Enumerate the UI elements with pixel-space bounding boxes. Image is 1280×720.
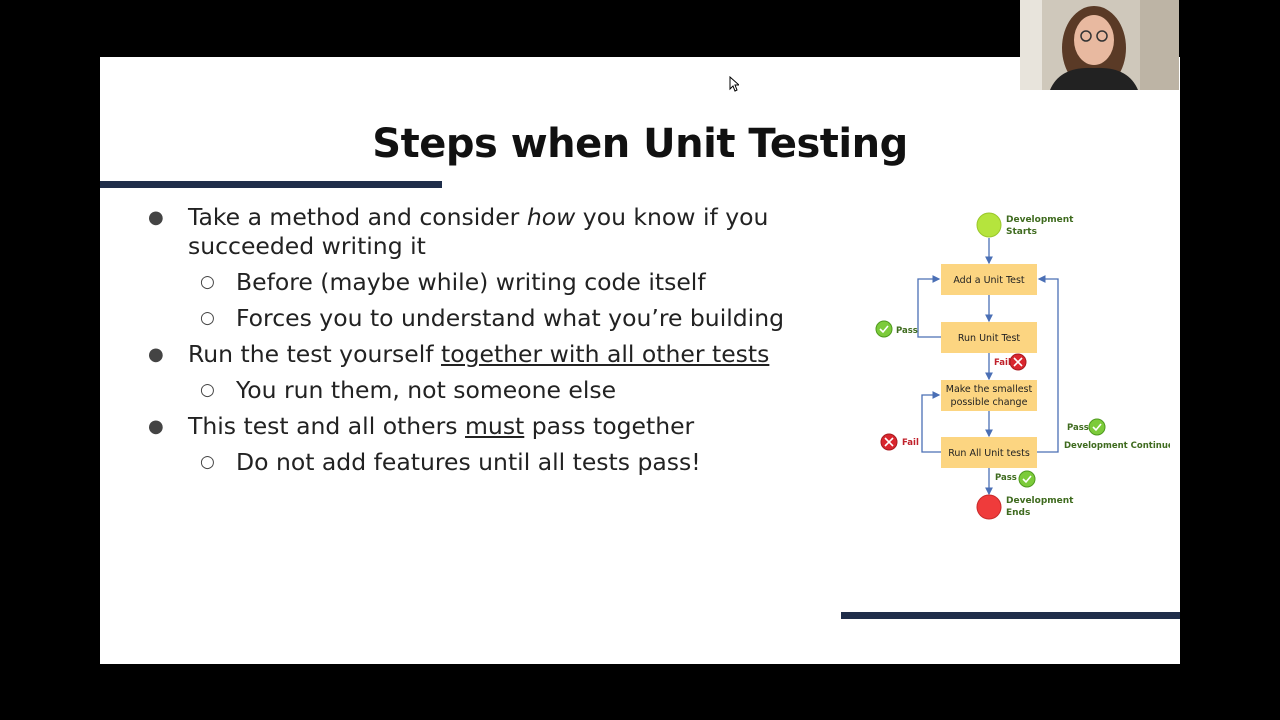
run-test-box [941, 322, 1037, 353]
add-test-box [941, 264, 1037, 295]
run-all-label: Run All Unit tests [948, 448, 1030, 459]
start-label-2: Starts [1006, 227, 1037, 237]
webcam-video [1020, 0, 1179, 90]
pass-label-bottom: Pass [995, 473, 1017, 483]
bullet-dot-icon: ● [148, 416, 164, 437]
pass-label-left: Pass [896, 326, 918, 336]
bullet-3-underlined: must [465, 412, 525, 440]
sub-bullet-circle-icon: ○ [200, 380, 215, 400]
mouse-cursor-icon [729, 76, 739, 92]
tdd-flowchart: Development Starts Add a Unit Test Run U… [875, 212, 1170, 520]
bullet-2: ● Run the test yourself together with al… [148, 340, 888, 369]
sub-bullet-circle-icon: ○ [200, 452, 215, 472]
flow-connectors [917, 238, 1059, 496]
add-test-label: Add a Unit Test [953, 275, 1025, 286]
smallest-change-label-1: Make the smallest [946, 384, 1033, 395]
bullet-3-sub-1-text: Do not add features until all tests pass… [236, 448, 701, 476]
bullet-2-sub-1: ○ You run them, not someone else [148, 376, 888, 405]
bullet-3-sub-1: ○ Do not add features until all tests pa… [148, 448, 888, 477]
presenter-avatar [1020, 0, 1179, 90]
run-all-box [941, 437, 1037, 468]
sub-bullet-circle-icon: ○ [200, 272, 215, 292]
fail-label-left: Fail [902, 438, 919, 448]
accent-bar-top [100, 181, 442, 188]
bullet-2-text-pre: Run the test yourself [188, 340, 441, 368]
bullet-3-text-pre: This test and all others [188, 412, 466, 440]
accent-bar-bottom [841, 612, 1180, 619]
bullet-1: ● Take a method and consider how you kno… [148, 203, 888, 261]
bullet-1-emphasis: how [526, 203, 576, 231]
smallest-change-label-2: possible change [951, 397, 1028, 408]
fail-x-icon [1009, 353, 1027, 371]
end-node [976, 494, 1002, 520]
bullet-2-sub-1-text: You run them, not someone else [236, 376, 617, 404]
bullet-3: ● This test and all others must pass tog… [148, 412, 888, 441]
start-node [976, 212, 1002, 238]
bullet-3-text-post: pass together [524, 412, 695, 440]
bullet-1-text-pre: Take a method and consider [188, 203, 527, 231]
fail-x-icon [880, 433, 898, 451]
bullet-2-underlined: together with all other tests [440, 340, 770, 368]
bullet-1-text-post: you know if you succeeded writing it [188, 203, 769, 260]
slide: Steps when Unit Testing ● Take a method … [100, 57, 1180, 664]
sub-bullet-circle-icon: ○ [200, 308, 215, 328]
bullet-1-sub-2-text: Forces you to understand what you’re bui… [236, 304, 785, 332]
end-label-2: Ends [1006, 508, 1030, 518]
bullet-1-sub-1-text: Before (maybe while) writing code itself [236, 268, 706, 296]
bullet-1-sub-1: ○ Before (maybe while) writing code itse… [148, 268, 888, 297]
run-test-label: Run Unit Test [958, 333, 1021, 344]
bullet-list: ● Take a method and consider how you kno… [148, 203, 888, 484]
pass-check-icon [1088, 418, 1106, 436]
bullet-1-sub-2: ○ Forces you to understand what you’re b… [148, 304, 888, 333]
smallest-change-box [941, 380, 1037, 411]
development-continues-label: Development Continues [1064, 441, 1170, 451]
slide-title: Steps when Unit Testing [372, 121, 908, 167]
pass-check-icon [1018, 470, 1036, 488]
start-label-1: Development [1006, 215, 1074, 225]
pass-check-icon [875, 320, 893, 338]
pass-label-right: Pass [1067, 423, 1089, 433]
bullet-dot-icon: ● [148, 344, 164, 365]
fail-label-middle: Fail [994, 358, 1011, 368]
bullet-dot-icon: ● [148, 207, 164, 228]
end-label-1: Development [1006, 496, 1074, 506]
